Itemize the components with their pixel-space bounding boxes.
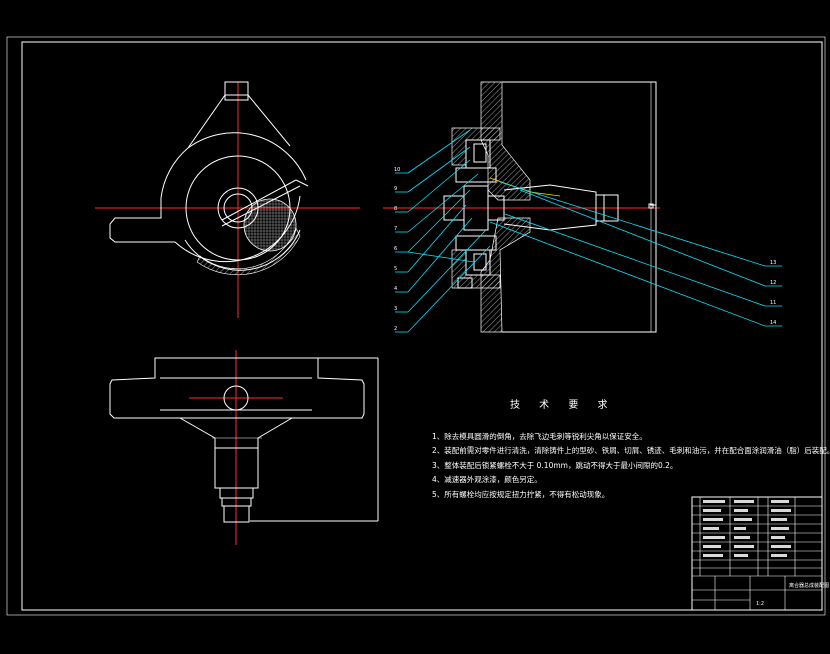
callout-left-1: 10 <box>394 167 400 173</box>
callout-left-2: 9 <box>394 186 397 192</box>
title-block-scale: 1:2 <box>756 601 764 607</box>
tech-note: 4、减速器外观涂漆，颜色另定。 <box>432 475 542 485</box>
callout-right-1: 13 <box>770 260 776 266</box>
callout-left-4: 7 <box>394 226 397 232</box>
top-view <box>95 81 360 318</box>
callout-left-9: 2 <box>394 326 397 332</box>
callout-left-5: 6 <box>394 246 397 252</box>
callout-left-8: 3 <box>394 306 397 312</box>
tech-requirements-title: 技 术 要 求 <box>510 400 616 411</box>
callout-left-3: 8 <box>394 206 397 212</box>
callout-left-6: 5 <box>394 266 397 272</box>
callout-right-2: 12 <box>770 280 776 286</box>
tech-note: 1、除去模具圆滑的倒角，去除飞边毛刺等锐利尖角以保证安全。 <box>432 432 647 441</box>
callout-right-3: 11 <box>770 300 776 306</box>
front-view <box>109 350 379 545</box>
title-block: 离合器总成装配图 1:2 <box>691 496 829 611</box>
outer-border <box>6 36 826 616</box>
tech-note: 2、装配前需对零件进行清洗，清除铸件上的型砂、铁屑、切屑、锈迹、毛刺和油污，并在… <box>432 446 830 456</box>
tech-note: 5、所有螺栓均应按规定扭力拧紧，不得有松动现象。 <box>432 489 610 499</box>
leader-lines-right <box>489 181 782 327</box>
inner-border <box>21 41 823 611</box>
callout-left-7: 4 <box>394 286 397 292</box>
section-view <box>383 81 660 333</box>
title-block-drawing-name: 离合器总成装配图 <box>789 582 829 589</box>
callout-labels: 10 9 8 7 6 5 4 3 2 1 13 12 11 14 <box>394 167 776 332</box>
callout-right-4: 14 <box>770 320 776 326</box>
tech-note: 3、整体装配后锁紧螺栓不大于 0.10mm，跳动不得大于最小间隙的0.2。 <box>432 460 678 470</box>
tech-requirements-notes: 1、除去模具圆滑的倒角，去除飞边毛刺等锐利尖角以保证安全。 2、装配前需对零件进… <box>432 430 830 502</box>
leader-lines-left <box>395 129 491 333</box>
